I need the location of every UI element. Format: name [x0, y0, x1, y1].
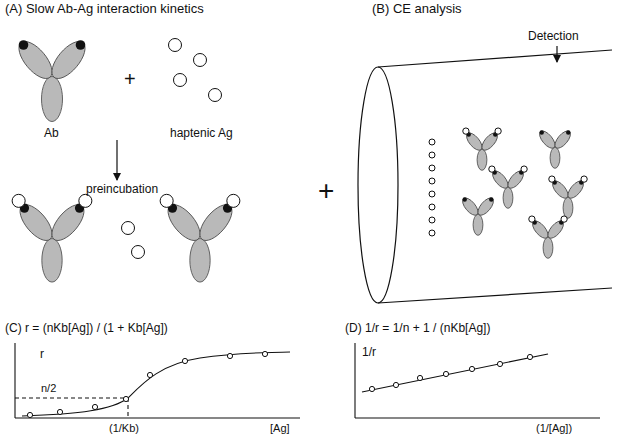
- data-point: [147, 372, 152, 377]
- hapten-antigen: [429, 191, 435, 197]
- data-point: [497, 361, 502, 366]
- antibody: [460, 195, 496, 235]
- data-point: [443, 371, 448, 376]
- antibody: [549, 176, 587, 218]
- axis-label: [Ag]: [270, 422, 290, 435]
- antibody: [537, 128, 573, 168]
- hapten-antigen: [429, 178, 435, 184]
- hapten-antigen: [169, 39, 182, 52]
- hapten-antigen: [174, 74, 187, 87]
- part-label: haptenic Ag: [170, 127, 233, 141]
- antibody: [529, 216, 567, 258]
- equation: (C) r = (nKb[Ag]) / (1 + Kb[Ag]): [5, 322, 168, 336]
- double-reciprocal-graph: [355, 343, 600, 418]
- plus-sign: +: [124, 68, 136, 91]
- hapten-antigen: [429, 152, 435, 158]
- axis-tick-label: n/2: [40, 382, 57, 395]
- antibody: [160, 194, 240, 282]
- capillary-tube: [358, 50, 612, 303]
- data-point: [57, 409, 62, 414]
- hapten-antigen: [132, 246, 145, 259]
- binding-curve-graph: [15, 343, 300, 418]
- axis-label: 1/r: [362, 346, 376, 360]
- hapten-antigen: [122, 222, 135, 235]
- data-point: [527, 354, 532, 359]
- data-point: [227, 353, 232, 358]
- hapten-antigen: [429, 165, 435, 171]
- hapten-antigen: [209, 89, 222, 102]
- hapten-antigen: [429, 139, 435, 145]
- data-point: [369, 386, 374, 391]
- axis-label: (1/[Ag]): [536, 422, 572, 435]
- axis-label: r: [40, 348, 44, 362]
- data-point: [27, 412, 32, 417]
- hapten-antigen: [429, 204, 435, 210]
- process-label: preincubation: [86, 183, 158, 197]
- axis-tick-label: (1/Kb): [109, 422, 139, 435]
- panel-title: (B) CE analysis: [372, 2, 462, 17]
- data-point: [393, 382, 398, 387]
- data-point: [182, 358, 187, 363]
- data-point: [417, 375, 422, 380]
- detector-label: Detection: [528, 30, 579, 44]
- antibody: [12, 194, 92, 282]
- hapten-antigen: [429, 230, 435, 236]
- data-point: [262, 351, 267, 356]
- detection-arrow: [556, 46, 557, 62]
- hapten-antigen: [194, 54, 207, 67]
- hapten-antigen: [429, 217, 435, 223]
- data-point: [123, 396, 128, 401]
- plus-sign: +: [318, 175, 334, 207]
- antibody: [13, 36, 91, 121]
- antibody: [463, 128, 502, 170]
- antibody: [489, 166, 527, 208]
- panel-title: (A) Slow Ab-Ag interaction kinetics: [5, 2, 204, 17]
- data-point: [92, 404, 97, 409]
- part-label: Ab: [44, 127, 59, 141]
- data-point: [469, 366, 474, 371]
- equation: (D) 1/r = 1/n + 1 / (nKb[Ag]): [345, 322, 490, 336]
- process-arrow: [116, 140, 117, 180]
